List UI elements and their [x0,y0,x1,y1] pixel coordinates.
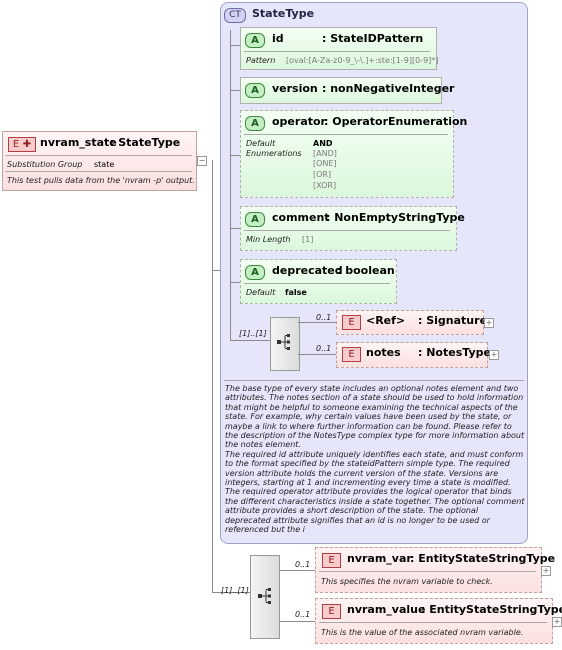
separator [224,380,524,381]
attribute-type: : StateIDPattern [322,32,424,45]
attribute-id[interactable] [240,27,437,70]
sequence-icon [258,588,271,604]
attribute-badge: A [245,212,265,227]
complex-type-documentation: The base type of every state includes an… [225,384,525,535]
element-occurrence: 0..1 [316,344,332,353]
enumeration-value: [OR] [313,170,332,179]
attribute-name: comment [272,211,330,224]
connector [230,340,270,341]
element-type: : EntityStateStringType [410,552,556,565]
connector [230,228,240,229]
element-description: This specifies the nvram variable to che… [321,577,493,586]
attribute-version[interactable] [240,77,442,104]
root-element-badge: E ✚ [8,137,36,152]
attribute-name: operator [272,115,326,128]
attribute-type: : nonNegativeInteger [322,82,455,95]
property-value: false [285,288,307,297]
property-label: Min Length [246,235,291,244]
element-occurrence: 0..1 [295,610,311,619]
separator [244,230,450,231]
property-label: Default [246,288,276,297]
complex-type-title: StateType [252,7,315,20]
attribute-operator[interactable] [240,110,454,198]
property-label: Enumerations [246,149,302,158]
property-label: Default [246,139,276,148]
attribute-badge: A [245,83,265,98]
attribute-deprecated[interactable] [240,259,397,304]
element-occurrence: 0..1 [316,313,332,322]
root-element-type: : StateType [110,136,181,149]
element-description: This is the value of the associated nvra… [321,628,524,637]
connector [230,30,231,340]
attribute-name: id [272,32,284,45]
enumeration-value: [ONE] [313,159,337,168]
root-element-description: This test pulls data from the 'nvram -p'… [7,176,195,185]
element-nvram-var[interactable] [315,547,542,593]
property-value: [oval:[A-Za-z0-9_\-\.]+:ste:[1-9][0-9]*] [286,56,439,65]
element-nvram-value[interactable] [315,598,553,644]
property-label: Pattern [246,56,276,65]
element-name: <Ref> [366,314,406,327]
separator [5,171,192,172]
separator [244,51,430,52]
element-name: nvram_var [347,552,412,565]
root-element-name: nvram_state [40,136,117,149]
property-value: [1] [302,235,314,244]
complex-type-badge: CT [224,8,246,23]
expand-icon[interactable]: + [484,318,494,328]
element-badge: E [342,347,361,362]
connector [230,155,240,156]
expand-icon[interactable]: + [541,566,551,576]
element-name: notes [366,346,401,359]
element-occurrence: 0..1 [295,560,311,569]
attribute-type: : OperatorEnumeration [324,115,468,128]
property-value: AND [313,139,333,148]
sequence-occurrence: [1]..[1] [239,329,267,338]
separator [244,283,390,284]
connector [230,90,240,91]
connector [280,570,315,571]
element-badge: E [322,604,341,619]
attribute-type: : NonEmptyStringType [326,211,465,224]
connector [298,322,336,323]
sequence-compositor[interactable] [250,555,280,639]
attribute-badge: A [245,265,265,280]
attribute-type: : boolean [337,264,395,277]
attribute-comment[interactable] [240,206,457,251]
connector [212,270,221,271]
element-type: : NotesType [418,346,491,359]
element-name: nvram_value [347,603,426,616]
element-type: : Signature [418,314,488,327]
element-type: : EntityStateStringType [421,603,562,616]
connector [230,45,240,46]
attribute-badge: A [245,116,265,131]
attribute-name: deprecated [272,264,343,277]
element-badge: E [342,315,361,330]
sequence-icon [277,334,290,350]
attribute-badge: A [245,33,265,48]
substitution-group-label: Substitution Group [7,160,83,169]
separator [319,571,536,572]
connector [298,354,336,355]
element-badge: E [322,553,341,568]
substitution-icon: ✚ [19,139,32,150]
expand-icon[interactable]: + [489,350,499,360]
expand-icon[interactable]: + [552,617,562,627]
enumeration-value: [AND] [313,149,337,158]
separator [319,622,547,623]
connector [212,160,213,592]
attribute-name: version [272,82,318,95]
connector [280,621,315,622]
connector [230,282,240,283]
sequence-occurrence: [1]..[1] [221,586,249,595]
collapse-icon[interactable]: − [197,156,207,166]
element-notes[interactable] [336,342,488,368]
substitution-group-value: state [94,160,115,169]
connector [212,592,250,593]
separator [5,155,192,156]
separator [244,134,448,135]
enumeration-value: [XOR] [313,181,337,190]
